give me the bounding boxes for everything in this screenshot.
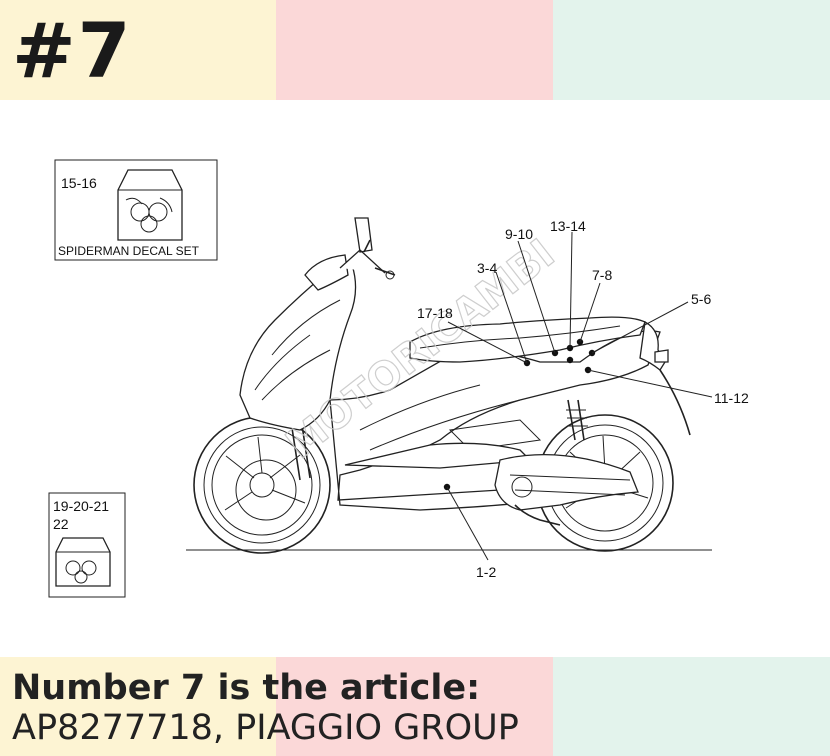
callout-5-6: 5-6 — [691, 291, 711, 307]
band-pink — [276, 0, 553, 100]
band-yellow — [0, 657, 276, 756]
decal-set-inset: 15-16 SPIDERMAN DECAL SET — [54, 159, 218, 261]
callout-11-12: 11-12 — [714, 390, 749, 406]
top-color-band — [0, 0, 830, 100]
callout-9-10: 9-10 — [505, 226, 533, 242]
decal-set-label: SPIDERMAN DECAL SET — [58, 244, 200, 258]
callout-13-14: 13-14 — [550, 218, 586, 234]
callout-22: 22 — [53, 516, 69, 532]
scooter-drawing — [193, 217, 691, 554]
decal-set-inset-small: 19-20-21 22 — [48, 492, 126, 598]
callout-19-20-21: 19-20-21 — [53, 498, 109, 514]
exploded-parts-diagram: 15-16 SPIDERMAN DECAL SET 19-20-21 22 — [48, 159, 749, 598]
caption-title: Number 7 is the article: — [12, 668, 481, 708]
decal-pack-icon — [117, 169, 183, 241]
caption-article: AP8277718, PIAGGIO GROUP — [12, 708, 519, 748]
band-pink — [276, 657, 553, 756]
band-mint — [553, 0, 830, 100]
callout-labels: 9-10 13-14 3-4 7-8 5-6 17-18 11-12 1-2 — [417, 218, 749, 580]
callout-3-4: 3-4 — [477, 260, 497, 276]
callout-15-16: 15-16 — [61, 175, 97, 191]
band-yellow — [0, 0, 276, 100]
item-number-label: #7 — [12, 6, 133, 95]
callout-17-18: 17-18 — [417, 305, 453, 321]
decal-pack-icon-small — [55, 537, 111, 587]
callout-7-8: 7-8 — [592, 267, 612, 283]
leader-lines — [446, 231, 713, 561]
band-mint — [553, 657, 830, 756]
bottom-color-band — [0, 657, 830, 756]
callout-1-2: 1-2 — [476, 564, 496, 580]
